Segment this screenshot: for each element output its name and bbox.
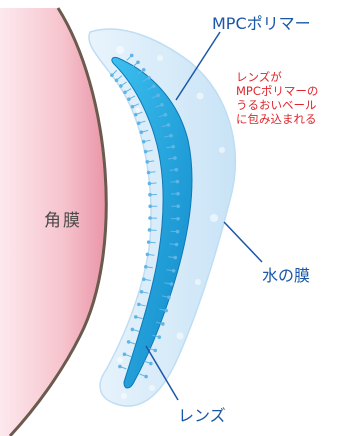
- cornea: [0, 8, 107, 436]
- polymer-bead: [144, 374, 148, 379]
- label-mpc-polymer: MPCポリマー: [212, 14, 311, 33]
- polymer-bead: [123, 90, 127, 95]
- polymer-bead: [110, 73, 114, 78]
- polymer-bead: [130, 327, 135, 332]
- polymer-bead: [136, 60, 140, 65]
- polymer-bead: [161, 322, 165, 326]
- label-callout: レンズが MPCポリマーの うるおいベール に包み込まれる: [236, 70, 319, 126]
- polymer-bead: [171, 268, 176, 273]
- leader-water: [223, 221, 263, 263]
- mpc-polymer-beads: [110, 53, 181, 379]
- polymer-bead: [166, 123, 171, 127]
- polymer-bead: [147, 75, 151, 80]
- polymer-bead: [143, 149, 148, 154]
- label-lens: レンズ: [178, 406, 226, 425]
- polymer-bead: [147, 228, 152, 232]
- polymer-bead: [136, 121, 141, 126]
- polymer-bead: [119, 84, 123, 88]
- polymer-bead: [174, 242, 179, 247]
- polymer-bead: [133, 112, 138, 117]
- polymer-bead: [133, 315, 138, 319]
- polymer-bead: [146, 240, 151, 244]
- polymer-bead: [176, 191, 180, 196]
- polymer-bead: [169, 133, 173, 138]
- polymer-bead: [148, 192, 152, 197]
- polymer-bead: [167, 295, 171, 300]
- lens: [111, 57, 193, 389]
- water-film-texture: [116, 46, 225, 399]
- polymer-bead: [169, 282, 174, 286]
- polymer-bead: [149, 361, 153, 366]
- polymer-bead: [126, 340, 131, 344]
- polymer-bead: [146, 170, 151, 175]
- polymer-bead: [142, 277, 146, 282]
- polymer-bead: [176, 204, 181, 208]
- polymer-bead: [175, 229, 180, 234]
- polymer-bead: [129, 53, 134, 58]
- leader-mpc: [175, 31, 221, 101]
- polymer-bead: [141, 139, 146, 144]
- polymer-bead: [137, 302, 141, 307]
- label-cornea: 角膜: [44, 211, 82, 231]
- polymer-bead: [148, 216, 152, 220]
- polymer-bead: [144, 264, 148, 269]
- polymer-bead: [114, 78, 119, 83]
- polymer-bead: [153, 348, 158, 353]
- polymer-bead: [122, 352, 127, 357]
- label-water-film: 水の膜: [262, 266, 311, 285]
- polymer-bead: [157, 335, 162, 339]
- polymer-bead: [130, 104, 135, 109]
- polymer-bead: [173, 255, 178, 260]
- polymer-bead: [175, 179, 180, 184]
- polymer-bead: [118, 364, 122, 369]
- polymer-bead: [148, 204, 153, 209]
- polymer-bead: [147, 181, 152, 186]
- polymer-bead: [145, 252, 150, 257]
- polymer-bead: [163, 112, 168, 117]
- polymer-bead: [173, 156, 177, 160]
- polymer-bead: [164, 308, 168, 313]
- leader-lens: [145, 345, 179, 401]
- cornea-edge: [8, 7, 108, 436]
- polymer-bead: [156, 93, 160, 98]
- polymer-bead: [151, 84, 156, 89]
- polymer-bead: [176, 217, 180, 221]
- polymer-bead: [127, 97, 131, 101]
- polymer-bead: [139, 130, 144, 135]
- polymer-bead: [141, 67, 146, 72]
- polymer-bead: [160, 102, 164, 107]
- polymer-bead: [139, 290, 144, 294]
- polymer-bead: [145, 160, 150, 164]
- polymer-bead: [171, 144, 175, 149]
- polymer-bead: [174, 167, 179, 172]
